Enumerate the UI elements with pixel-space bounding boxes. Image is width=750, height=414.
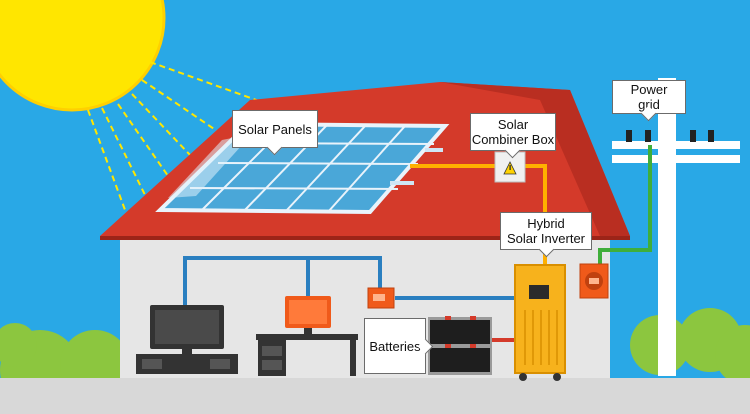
ground [0, 378, 750, 414]
label-solar-panels: Solar Panels [232, 110, 318, 148]
label-inverter-line2: Solar Inverter [506, 231, 586, 246]
switch-box [367, 287, 395, 309]
meter-icon [579, 263, 609, 299]
label-solar-panels-text: Solar Panels [238, 121, 312, 137]
label-grid-line2: grid [638, 97, 660, 112]
sun-icon [0, 0, 166, 112]
label-combiner-line2: Combiner Box [471, 132, 555, 147]
label-batteries: Batteries [364, 318, 426, 374]
label-batteries-text: Batteries [369, 338, 421, 354]
label-power-grid: Power grid [612, 80, 686, 114]
monitor-icon [285, 296, 331, 334]
label-combiner-line1: Solar [497, 117, 529, 132]
label-combiner-box: Solar Combiner Box [470, 113, 556, 151]
label-inverter-line1: Hybrid [527, 216, 565, 231]
tv-icon [150, 305, 224, 354]
battery-icon [428, 316, 492, 375]
tv-stand [136, 354, 238, 374]
warning-icon [503, 161, 517, 175]
load-wiring [183, 256, 515, 315]
label-hybrid-inverter: Hybrid Solar Inverter [500, 212, 592, 250]
desk [256, 334, 358, 376]
utility-pole-icon [612, 78, 740, 376]
label-grid-line1: Power [630, 82, 668, 97]
inverter-icon [514, 264, 566, 381]
